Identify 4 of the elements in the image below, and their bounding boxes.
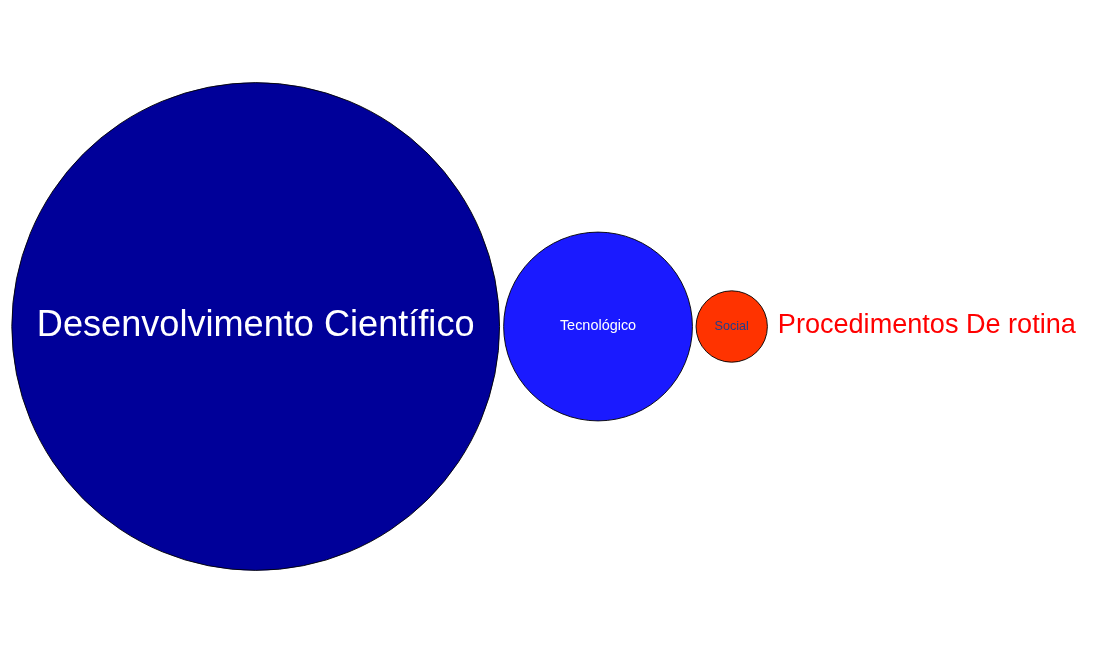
node-circle: Tecnológico (503, 231, 693, 421)
label: Procedimentos De rotina (777, 307, 1076, 339)
node-circle: Desenvolvimento Científico (11, 81, 501, 571)
node-circle: Social (695, 289, 768, 363)
